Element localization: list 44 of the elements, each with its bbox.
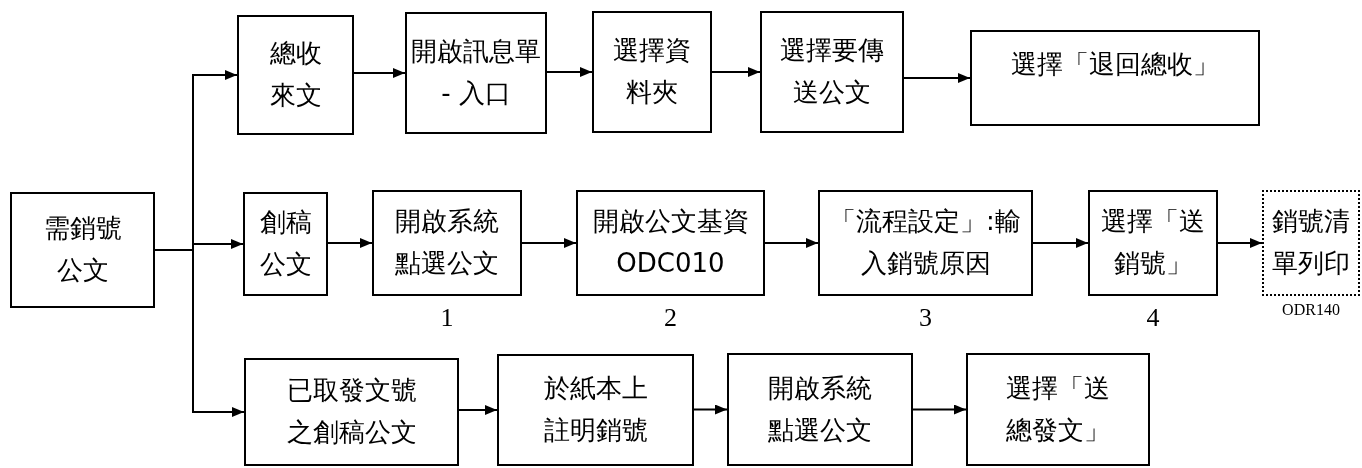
process-box xyxy=(970,30,1260,126)
step-text: 總收來文 xyxy=(268,37,323,112)
process-box xyxy=(10,192,155,308)
arrow xyxy=(521,238,577,248)
step-number: 4 xyxy=(1145,302,1161,334)
arrow xyxy=(1032,238,1089,248)
arrow xyxy=(353,68,406,78)
step-text: 開啟訊息單 - 入口 xyxy=(410,35,542,110)
step-text: 已取發文號之創稿公文 xyxy=(285,374,418,449)
step-text: 選擇「送銷號」 xyxy=(1100,205,1206,280)
step-number: 2 xyxy=(663,302,678,334)
step-number: ODR140 xyxy=(1281,300,1341,320)
step-text: 於紙本上註明銷號 xyxy=(542,372,649,447)
arrow xyxy=(546,67,593,77)
step-text: 選擇資料夾 xyxy=(612,34,692,109)
step-text: 開啟系統點選公文 xyxy=(767,371,873,447)
step-number: 3 xyxy=(918,302,933,334)
process-box xyxy=(237,15,354,135)
step-text: 開啟系統點選公文 xyxy=(394,205,500,280)
arrow xyxy=(903,73,971,83)
step-text: 創稿公文 xyxy=(258,206,313,281)
step-text: 需銷號公文 xyxy=(42,212,123,287)
step-text: 選擇要傳送公文 xyxy=(779,34,885,109)
process-box xyxy=(592,11,712,133)
step-number: 1 xyxy=(439,302,455,334)
step-text: 選擇「退回總收」 xyxy=(1011,48,1219,81)
arrow xyxy=(764,238,819,248)
process-box xyxy=(727,353,913,466)
arrow xyxy=(458,405,498,415)
process-box xyxy=(966,353,1150,466)
arrow xyxy=(1217,238,1263,248)
arrow xyxy=(711,67,761,77)
step-text: 銷號清單列印 xyxy=(1271,205,1351,280)
arrow xyxy=(912,404,967,415)
process-box xyxy=(243,192,328,296)
step-text: 「流程設定」:輸入銷號原因 xyxy=(829,205,1022,280)
process-box xyxy=(244,358,459,466)
process-box xyxy=(405,12,547,134)
step-text: 選擇「送總發文」 xyxy=(1005,371,1111,447)
process-box xyxy=(760,11,904,133)
arrow xyxy=(327,238,373,248)
step-text: 開啟公文基資 ODC010 xyxy=(591,205,750,280)
process-box xyxy=(497,354,694,466)
arrow xyxy=(693,404,728,415)
